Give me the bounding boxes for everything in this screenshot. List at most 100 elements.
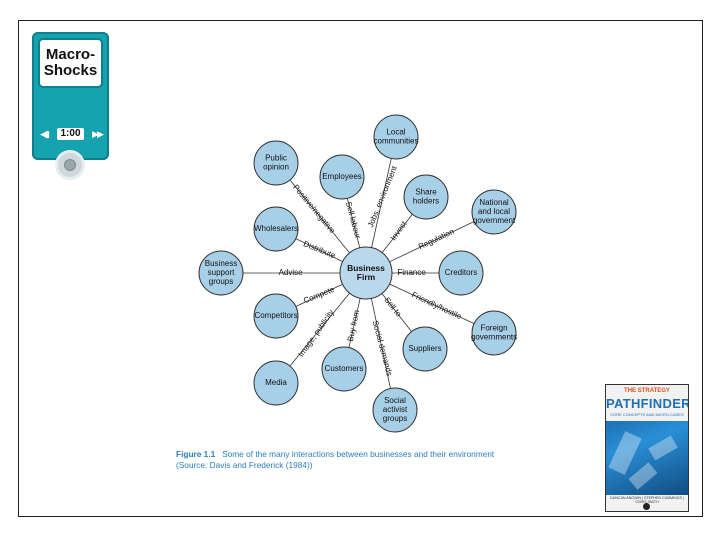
- node-circle-wholesalers: [253, 206, 299, 252]
- node-circle-local: [373, 114, 419, 160]
- macro-shocks-widget[interactable]: Macro- Shocks ◀▮ 1:00 ▶▶: [32, 32, 109, 180]
- node-circle-foreign: [471, 310, 517, 356]
- node-label-national: National: [479, 198, 509, 207]
- node-circle-social: [372, 387, 418, 433]
- node-label-suppliers: Suppliers: [408, 344, 441, 353]
- node-label-wholesalers: Wholesalers: [254, 224, 298, 233]
- edge-label-local: Jobs, environment: [366, 164, 399, 229]
- node-competitors: Competitors: [253, 293, 299, 339]
- node-label-competitors: Competitors: [254, 311, 297, 320]
- node-label-local: communities: [374, 137, 419, 146]
- edge-label-foreign: Friendly/hostile: [410, 290, 463, 321]
- book-subtitle: CORE CONCEPTS AND MICRO-CASES: [610, 412, 684, 417]
- link-employees: [346, 198, 361, 248]
- caption-label: Figure 1.1: [176, 449, 216, 459]
- node-label-bsg: support: [208, 268, 235, 277]
- fast-forward-icon[interactable]: ▶▶: [92, 129, 104, 139]
- node-label-social: groups: [383, 414, 407, 423]
- node-media: Media: [253, 360, 299, 406]
- book-cover: THE STRATEGY PATHFINDER CORE CONCEPTS AN…: [605, 384, 689, 512]
- node-circle-employees: [319, 154, 365, 200]
- book-title-band: [606, 385, 688, 421]
- node-circle-media: [253, 360, 299, 406]
- node-circle-public: [253, 140, 299, 186]
- link-wholesalers: [295, 238, 343, 262]
- link-media: [289, 292, 350, 367]
- link-public: [289, 179, 350, 254]
- node-label-business-firm: Business: [347, 263, 385, 273]
- node-circle-suppliers: [402, 326, 448, 372]
- link-local: [371, 158, 392, 248]
- rewind-icon[interactable]: ◀▮: [40, 129, 50, 139]
- link-competitors: [295, 283, 343, 307]
- cover-shard: [608, 431, 642, 475]
- dial-button[interactable]: [55, 150, 85, 180]
- node-label-employees: Employees: [322, 172, 362, 181]
- node-employees: Employees: [319, 154, 365, 200]
- caption-text: Some of the many interactions between bu…: [222, 449, 495, 459]
- node-suppliers: Suppliers: [402, 326, 448, 372]
- node-circle-customers: [321, 346, 367, 392]
- link-social: [370, 298, 391, 389]
- node-label-creditors: Creditors: [445, 268, 477, 277]
- node-label-shareholders: holders: [413, 197, 439, 206]
- node-circle-national: [471, 189, 517, 235]
- timer-display: 1:00: [57, 128, 84, 140]
- edge-label-competitors: Compete: [302, 285, 336, 306]
- link-customers: [348, 298, 361, 348]
- edge-label-national: Regulation: [417, 227, 455, 251]
- book-authors: DUNCAN ANGWIN | STEPHEN CUMMINGS | CHRIS…: [610, 496, 684, 504]
- book-series: THE STRATEGY: [624, 388, 670, 394]
- edge-label-wholesalers: Distribute: [302, 239, 337, 260]
- publisher-logo-icon: [643, 503, 650, 510]
- link-suppliers: [381, 293, 412, 332]
- edge-label-customers: Buy from: [346, 309, 362, 343]
- node-customers: Customers: [321, 346, 367, 392]
- node-label-bsg: groups: [209, 277, 233, 286]
- link-national: [389, 221, 475, 263]
- figure-caption: Figure 1.1 Some of the many interactions…: [176, 449, 506, 471]
- diagram-links: [243, 158, 475, 389]
- edge-label-creditors: Finance: [397, 268, 426, 277]
- link-shareholders: [381, 214, 413, 253]
- widget-title-line1: Macro-: [45, 46, 96, 63]
- node-label-foreign: Foreign: [480, 324, 507, 333]
- node-label-media: Media: [265, 378, 287, 387]
- node-circle-creditors: [438, 250, 484, 296]
- node-label-business-firm: Firm: [357, 272, 376, 282]
- node-circle-bsg: [198, 250, 244, 296]
- node-label-local: Local: [386, 128, 405, 137]
- link-foreign: [389, 283, 475, 325]
- node-label-customers: Customers: [325, 364, 364, 373]
- edge-label-bsg: Advise: [279, 268, 304, 277]
- book-title: PATHFINDER: [606, 396, 689, 411]
- node-circle-business-firm: [339, 246, 393, 300]
- node-creditors: Creditors: [438, 250, 484, 296]
- node-label-public: opinion: [263, 163, 289, 172]
- node-label-shareholders: Share: [415, 188, 437, 197]
- cover-shard: [648, 435, 678, 461]
- node-label-bsg: Business: [205, 259, 237, 268]
- edge-label-suppliers: Sell to: [382, 295, 403, 318]
- edge-label-media: Image, publicity: [297, 308, 336, 359]
- node-label-foreign: governments: [471, 333, 517, 342]
- widget-controls: ◀▮ 1:00 ▶▶: [36, 127, 105, 141]
- node-label-national: and local: [478, 207, 510, 216]
- node-label-public: Public: [265, 154, 287, 163]
- edge-label-employees: Sell labour: [344, 201, 363, 240]
- node-label-national: government: [473, 216, 516, 225]
- caption-source: (Source: Davis and Frederick (1984)): [176, 460, 313, 470]
- cover-shard: [628, 462, 658, 490]
- node-circle-competitors: [253, 293, 299, 339]
- node-label-social: Social: [384, 396, 406, 405]
- dial-center-icon: [64, 159, 76, 171]
